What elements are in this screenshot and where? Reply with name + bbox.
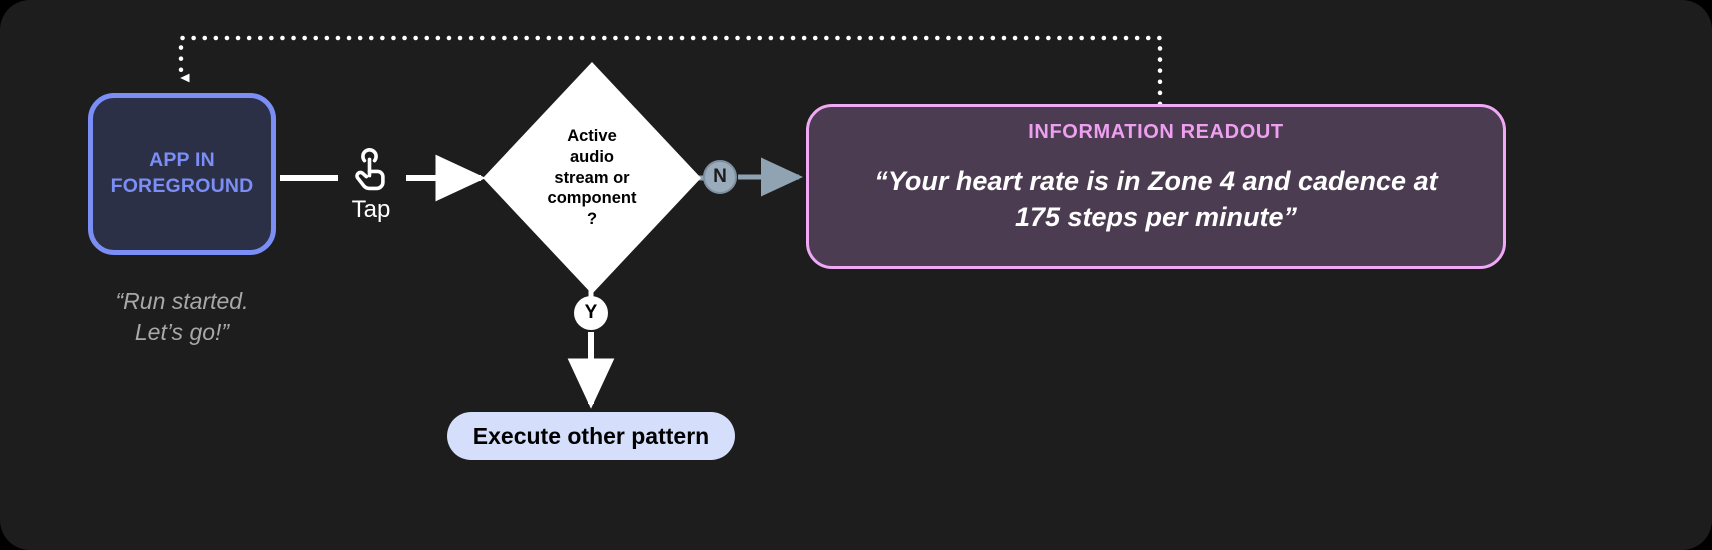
decision-line4: component [547,189,637,208]
decision-line5: ? [586,210,598,229]
tap-interaction-group: Tap [338,146,404,224]
tap-gesture-icon [355,148,385,191]
app-node-label-line2: FOREGROUND [110,175,254,197]
app-node-caption: “Run started. Let’s go!” [68,286,296,347]
app-caption-line2: Let’s go!” [134,318,230,345]
node-information-readout[interactable]: INFORMATION READOUT “Your heart rate is … [806,104,1506,269]
app-caption-line1: “Run started. [115,288,249,314]
app-node-label-line1: APP IN [149,149,215,172]
node-app-in-foreground[interactable]: APP IN FOREGROUND [88,93,276,255]
decision-label: Active audio stream or component ? [483,62,701,294]
app-node-label: APP IN FOREGROUND [111,148,254,200]
tap-label: Tap [351,196,391,223]
branch-badge-no-label: N [713,166,727,187]
execute-node-label: Execute other pattern [472,422,710,449]
branch-badge-no: N [703,160,737,194]
decision-line3: stream or [554,168,630,187]
branch-badge-yes: Y [574,296,608,330]
readout-body: “Your heart rate is in Zone 4 and cadenc… [836,164,1476,236]
readout-body-line2: 175 steps per minute” [1014,201,1298,232]
node-decision-active-audio[interactable]: Active audio stream or component ? [483,62,701,294]
decision-line1: Active [567,126,617,145]
readout-body-line1: “Your heart rate is in Zone 4 and cadenc… [874,166,1438,196]
branch-badge-yes-label: Y [584,302,598,323]
decision-line2: audio [569,147,614,166]
readout-title: INFORMATION READOUT [1028,121,1284,143]
node-execute-other-pattern[interactable]: Execute other pattern [447,412,735,460]
